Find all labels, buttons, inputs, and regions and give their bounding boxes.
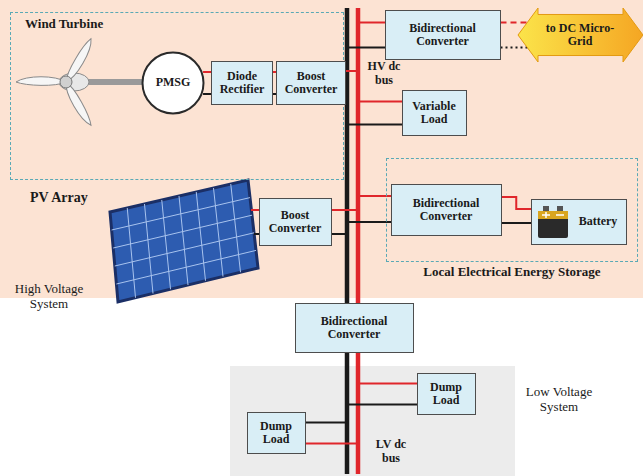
wind-turbine-picture: [16, 37, 142, 128]
box-label: Diode Rectifier: [216, 70, 268, 97]
panel-cell-line: [112, 198, 250, 230]
load-box: Dump Load: [417, 373, 476, 415]
battery-picture: [536, 204, 570, 240]
converter-box: Boost Converter: [259, 198, 332, 246]
box-label: Bidirectional Converter: [390, 22, 496, 49]
box-label: Dump Load: [422, 381, 471, 408]
negative-wire: [502, 222, 532, 224]
bus-label: LV dc bus: [368, 438, 414, 466]
bus-label: HV dc bus: [362, 60, 406, 88]
positive-wire: [502, 197, 532, 209]
battery-box: Battery: [531, 199, 627, 245]
box-label: Boost Converter: [281, 70, 341, 97]
positive-wire: [501, 22, 529, 24]
hv-dc-bus: [347, 8, 358, 305]
box-label: Dump Load: [252, 420, 301, 447]
panel-cell-line: [179, 196, 188, 285]
region-label: Low Voltage System: [525, 385, 593, 415]
box-label: Variable Load: [407, 100, 462, 127]
panel-cell-line: [162, 200, 171, 289]
panel-cell-line: [116, 250, 256, 284]
wind-turbine-group: Wind TurbinePMSG Diode Rectifier Boost Con…: [10, 12, 344, 180]
load-box: Dump Load: [247, 412, 306, 454]
box-label: Battery: [579, 215, 618, 228]
panel-cell-line: [231, 184, 241, 272]
panel-cell-line: [113, 215, 252, 248]
positive-wire: [203, 71, 211, 73]
panel-cell-line: [196, 192, 205, 281]
panel-cell-line: [214, 188, 224, 277]
microgrid-arrow: to DC Micro-Grid: [518, 8, 643, 62]
high-voltage-region: [0, 0, 643, 298]
panel-cell-line: [127, 208, 135, 298]
converter-box: Bidirectional Converter: [295, 303, 414, 353]
panel-cell-line: [145, 204, 154, 294]
low-voltage-region: [230, 366, 515, 476]
box-label: Bidirectional Converter: [396, 197, 497, 224]
rectifier-box: Diode Rectifier: [211, 61, 273, 105]
storage-group: Local Electrical Energy StorageBidirecti…: [386, 158, 638, 262]
converter-box: Bidirectional Converter: [385, 10, 501, 60]
load-box: Variable Load: [402, 90, 467, 136]
panel-cell-line: [115, 233, 254, 266]
box-label: to DC Micro-Grid: [544, 22, 617, 49]
pv-panel-picture: [110, 180, 258, 302]
source-label: PV Array: [30, 190, 110, 206]
converter-box: Bidirectional Converter: [391, 184, 502, 236]
negative-wire: [203, 93, 211, 95]
group-heading: Wind Turbine: [25, 16, 103, 32]
group-heading: Local Electrical Energy Storage: [387, 264, 637, 280]
box-label: PMSG: [156, 76, 191, 89]
box-label: Boost Converter: [264, 209, 327, 236]
converter-box: Boost Converter: [276, 61, 346, 105]
wire-pair: [502, 197, 532, 223]
generator-circle: PMSG: [141, 51, 205, 115]
negative-wire: [501, 47, 529, 49]
box-label: Bidirectional Converter: [300, 315, 409, 342]
region-label: High Voltage System: [14, 282, 84, 312]
lv-dc-bus: [347, 351, 358, 474]
